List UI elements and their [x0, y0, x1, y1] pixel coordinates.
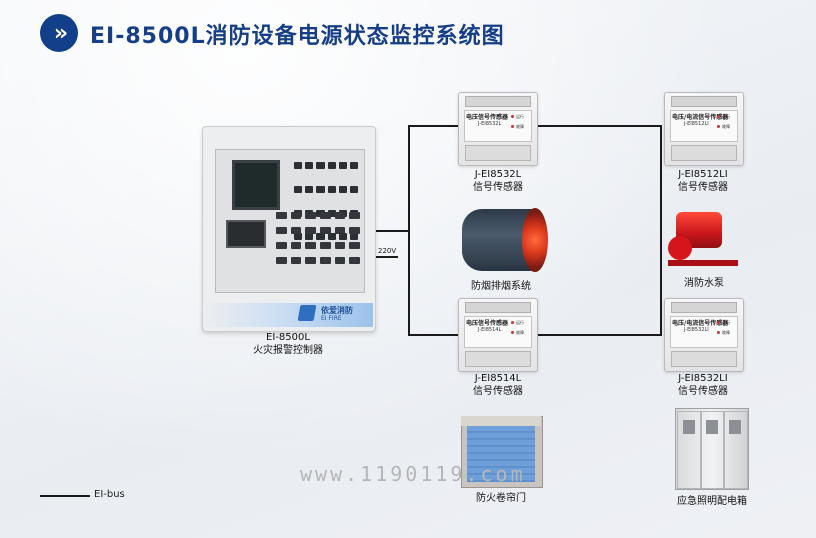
fault-led: 故障: [511, 124, 524, 130]
controller-model: EI-8500L: [266, 332, 310, 343]
sensor-module-name: 电压信号传感器: [466, 320, 509, 327]
run-led: 运行: [511, 114, 524, 120]
equipment-lighting-box-label: 应急照明配电箱: [677, 496, 747, 507]
power-wire: [374, 256, 398, 258]
equipment-fire-pump-label: 消防水泵: [684, 278, 724, 289]
chevron-right-icon: »: [40, 14, 78, 52]
page-title: EI-8500L消防设备电源状态监控系统图: [90, 24, 505, 49]
watermark: www.1190119.com: [300, 462, 526, 486]
fault-led: 故障: [717, 124, 730, 130]
fan-impeller-icon: [522, 208, 548, 272]
controller-keypad-bottom: [276, 212, 360, 268]
sensor-module-model: J-EI8514L: [478, 327, 502, 333]
sensor-caption-3: J-EI8514L 信号传感器: [473, 373, 523, 397]
brand-logo-icon: [297, 305, 317, 321]
fault-led: 故障: [717, 330, 730, 336]
bus-wire-controller: [374, 230, 410, 232]
bus-wire-trunk: [408, 125, 410, 335]
sensor-module-1: 电压信号传感器 J-EI8532L 运行 故障: [458, 92, 538, 166]
brand-name-cn: 依爱消防: [321, 306, 353, 315]
sensor-module-name: 电压信号传感器: [466, 114, 509, 121]
sensor-module-model: J-EI8532LI: [684, 327, 709, 333]
controller-name: 火灾报警控制器: [253, 345, 323, 356]
run-led: 运行: [717, 114, 730, 120]
sensor-module-model: J-EI8532L: [478, 121, 502, 127]
shutter-door-icon: [467, 426, 535, 482]
controller-logo-stripe: [203, 303, 373, 327]
bus-wire-right: [660, 125, 662, 336]
sensor-module-model: J-EI8512LI: [684, 121, 709, 127]
fire-alarm-controller: 依爱消防 EI FIRE: [202, 126, 376, 332]
sensor-caption-4: J-EI8532LI 信号传感器: [678, 373, 728, 397]
sensor-caption-1: J-EI8532L 信号传感器: [473, 169, 523, 193]
power-label: 220V: [378, 247, 397, 255]
brand-name-en: EI FIRE: [321, 315, 342, 322]
controller-front-panel: [215, 149, 365, 293]
sensor-module-3: 电压信号传感器 J-EI8514L 运行 故障: [458, 298, 538, 372]
controller-lcd: [232, 160, 280, 210]
sensor-module-name: 电压/电流信号传感器: [672, 320, 729, 327]
lighting-distribution-box-icon: [675, 408, 749, 490]
controller-printer: [226, 220, 266, 248]
pump-head-icon: [668, 236, 692, 260]
pump-base-icon: [668, 260, 738, 266]
equipment-smoke-exhaust-label: 防烟排烟系统: [471, 281, 531, 292]
run-led: 运行: [511, 320, 524, 326]
sensor-module-name: 电压/电流信号传感器: [672, 114, 729, 121]
sensor-module-4: 电压/电流信号传感器 J-EI8532LI 运行 故障: [664, 298, 744, 372]
sensor-caption-2: J-EI8512LI 信号传感器: [678, 169, 728, 193]
legend-label: EI-bus: [94, 489, 125, 500]
run-led: 运行: [717, 320, 730, 326]
fault-led: 故障: [511, 330, 524, 336]
sensor-module-2: 电压/电流信号传感器 J-EI8512LI 运行 故障: [664, 92, 744, 166]
controller-caption: EI-8500L 火灾报警控制器: [238, 331, 338, 357]
equipment-shutter-label: 防火卷帘门: [476, 493, 526, 504]
legend-line-swatch: [40, 495, 90, 497]
